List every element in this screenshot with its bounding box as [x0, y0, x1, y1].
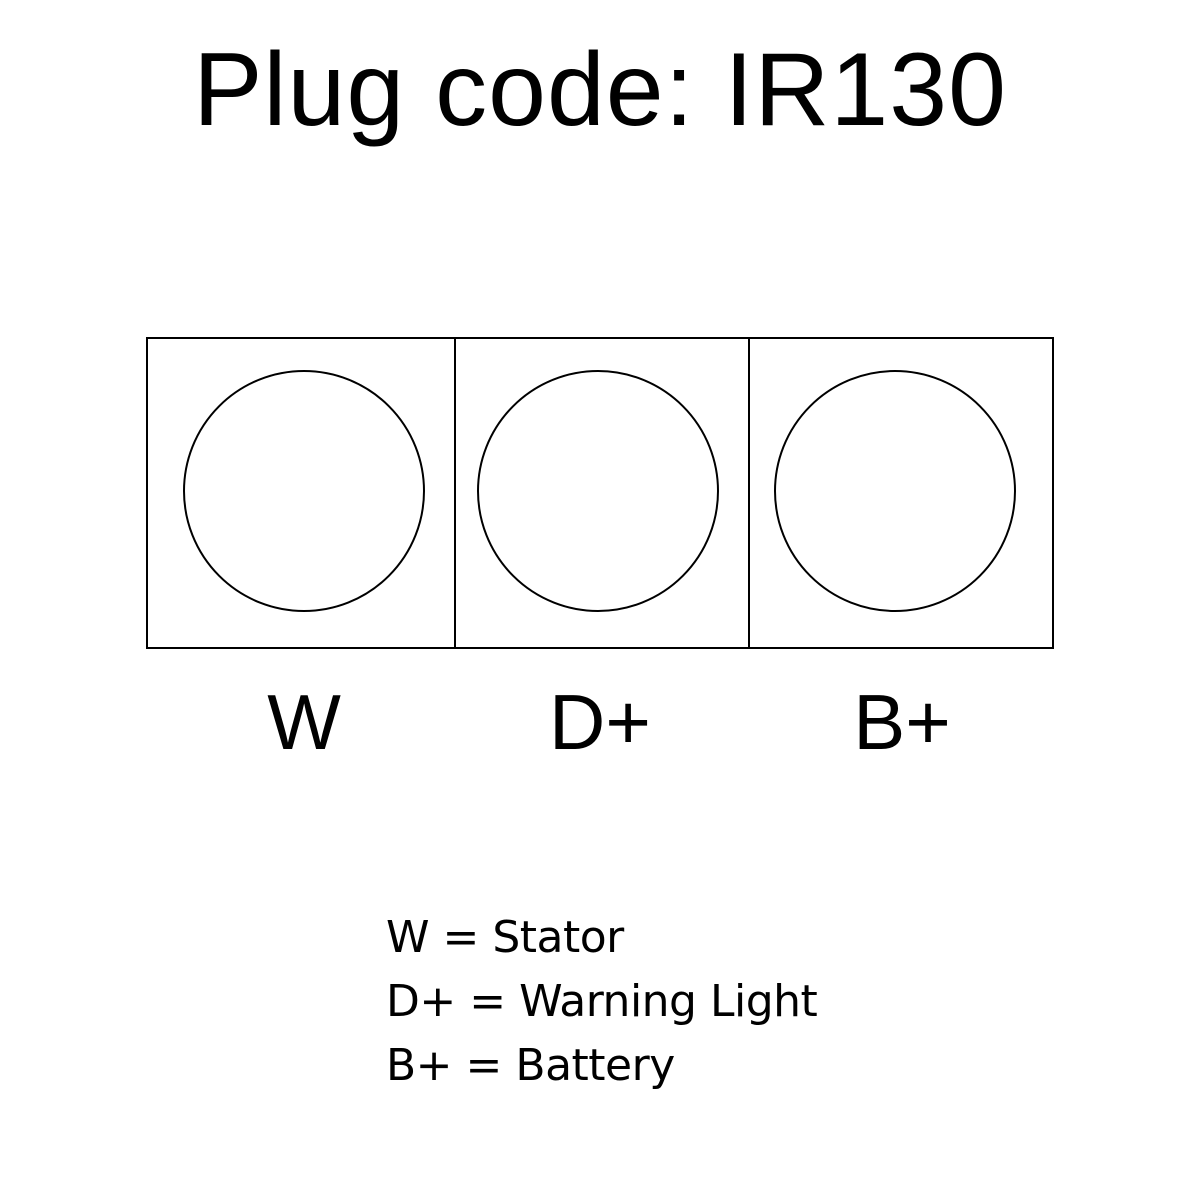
- pin-label-b-plus: B+: [853, 678, 951, 766]
- pin-circle-d-plus: [477, 370, 719, 612]
- pin-socket-b-plus: [750, 339, 1052, 647]
- legend-item-w: W = Stator: [386, 912, 624, 963]
- legend-item-b-plus: B+ = Battery: [386, 1040, 675, 1091]
- pin-circle-w: [183, 370, 425, 612]
- pin-socket-d-plus: [454, 339, 750, 647]
- plug-code-title: Plug code: IR130: [193, 32, 1007, 148]
- pin-label-w: W: [267, 678, 341, 766]
- pin-label-d-plus: D+: [549, 678, 651, 766]
- legend-item-d-plus: D+ = Warning Light: [386, 976, 818, 1027]
- pin-circle-b-plus: [774, 370, 1016, 612]
- pin-socket-w: [148, 339, 456, 647]
- connector-housing: [146, 337, 1054, 649]
- pin-legend: W = Stator D+ = Warning Light B+ = Batte…: [386, 906, 818, 1098]
